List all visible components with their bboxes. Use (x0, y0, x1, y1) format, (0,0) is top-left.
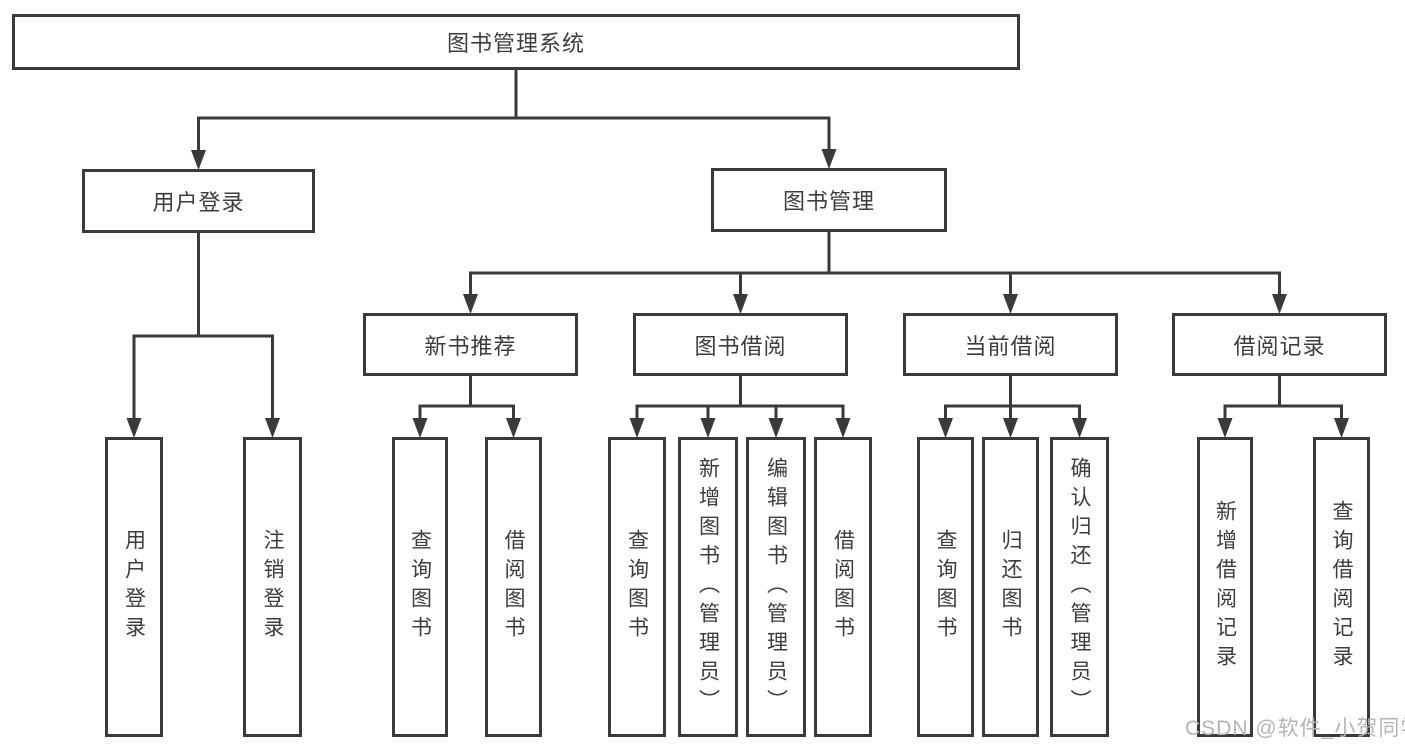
diagram-node-current-confirm: 确认归还（管理员） (1050, 437, 1109, 737)
diagram-node-borrow-borrow: 借阅图书 (814, 437, 872, 737)
diagram-node-newbook-query: 查询图书 (392, 437, 448, 737)
diagram-node-borrow: 图书借阅 (633, 313, 848, 376)
diagram-node-login-user: 用户登录 (105, 437, 163, 737)
diagram-node-mgmt: 图书管理 (711, 168, 947, 232)
node-label: 查询图书 (408, 529, 432, 645)
node-label: 当前借阅 (964, 333, 1057, 359)
diagram-node-borrow-add: 新增图书（管理员） (678, 437, 738, 737)
node-label: 用户登录 (122, 529, 146, 645)
node-label: 查询借阅记录 (1330, 500, 1353, 674)
node-label: 用户登录 (152, 190, 245, 215)
node-label: 编辑图书（管理员） (764, 456, 788, 718)
node-label: 借阅图书 (831, 529, 855, 645)
diagram-node-records-add: 新增借阅记录 (1197, 437, 1253, 737)
diagram-node-current-return: 归还图书 (982, 437, 1039, 737)
node-label: 确认归还（管理员） (1068, 456, 1091, 718)
diagram-node-root: 图书管理系统 (12, 14, 1020, 70)
node-label: 图书管理系统 (446, 31, 585, 56)
node-label: 图书借阅 (694, 333, 787, 359)
diagram-node-borrow-query: 查询图书 (608, 437, 666, 737)
node-label: 借阅记录 (1233, 333, 1326, 359)
diagram-node-current: 当前借阅 (903, 313, 1118, 376)
diagram-node-login: 用户登录 (82, 169, 315, 233)
diagram-node-current-query: 查询图书 (917, 437, 974, 737)
diagram-node-newbook: 新书推荐 (363, 313, 578, 376)
diagram-node-records-query: 查询借阅记录 (1313, 437, 1370, 737)
diagram-node-records: 借阅记录 (1172, 313, 1387, 376)
node-label: 借阅图书 (502, 529, 525, 645)
diagram-node-borrow-edit: 编辑图书（管理员） (746, 437, 806, 737)
node-label: 注销登录 (261, 529, 284, 645)
diagram-node-login-logout: 注销登录 (243, 437, 302, 737)
node-label: 新增借阅记录 (1213, 500, 1237, 674)
diagram-node-newbook-borrow: 借阅图书 (485, 437, 542, 737)
node-label: 图书管理 (782, 189, 875, 214)
node-label: 查询图书 (625, 529, 649, 645)
node-label: 新书推荐 (424, 333, 517, 359)
csdn-watermark: CSDN @软件_小贺同学 (1185, 717, 1405, 740)
node-label: 归还图书 (999, 529, 1022, 645)
node-label: 查询图书 (934, 529, 957, 645)
node-label: 新增图书（管理员） (696, 456, 720, 718)
